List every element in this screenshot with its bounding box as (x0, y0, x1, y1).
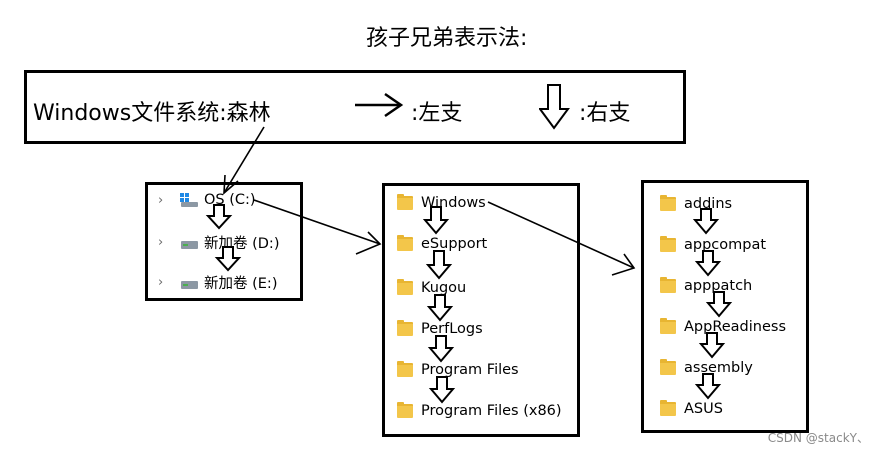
folder-item[interactable]: AppReadiness (660, 318, 787, 335)
folder-item[interactable]: ASUS (660, 400, 723, 417)
folder-item[interactable]: apppatch (660, 277, 753, 294)
folder-icon (660, 318, 676, 334)
folder-item[interactable]: Kugou (397, 279, 467, 296)
left-child-arrow-line (487, 201, 635, 269)
down-arrow-icon (422, 206, 450, 235)
folder-label: ASUS (684, 401, 723, 417)
folder-label: apppatch (684, 278, 753, 294)
folder-icon (397, 320, 413, 336)
folder-item[interactable]: PerfLogs (397, 320, 483, 337)
folder-icon (660, 400, 676, 416)
drive-row-e[interactable]: › 新加卷 (E:) (158, 272, 277, 293)
sibling-down-arrows (205, 204, 733, 404)
legend-down-arrow-label: :右支 (579, 101, 631, 126)
folder-label: addins (684, 196, 733, 212)
folder-label: appcompat (684, 237, 767, 253)
folder-item[interactable]: assembly (660, 359, 753, 376)
folder-icon (397, 235, 413, 251)
down-arrow-icon (694, 373, 722, 400)
folder-icon (397, 402, 413, 418)
folder-label: PerfLogs (421, 321, 483, 337)
folder-item[interactable]: Program Files (x86) (397, 402, 562, 419)
folder-item[interactable]: appcompat (660, 236, 767, 253)
drive-icon (180, 276, 198, 290)
folder-item[interactable]: Program Files (397, 361, 519, 378)
folder-icon (660, 277, 676, 293)
legend-right-arrow-label: :左支 (411, 101, 463, 126)
down-arrow-icon (694, 250, 722, 277)
folder-icon (397, 194, 413, 210)
chevron-right-icon[interactable]: › (158, 275, 164, 290)
folder-item[interactable]: addins (660, 195, 733, 212)
folder-icon (397, 279, 413, 295)
chevron-right-icon[interactable]: › (158, 235, 164, 250)
folder-label: Program Files (x86) (421, 403, 562, 419)
folder-icon (660, 236, 676, 252)
folder-label: eSupport (421, 236, 488, 252)
left-child-arrowhead (611, 253, 636, 276)
legend-right-arrow-icon (355, 92, 404, 118)
legend-main-text: Windows文件系统:森林 (33, 101, 271, 126)
down-arrow-icon (426, 294, 454, 322)
left-child-arrowhead (355, 231, 382, 255)
windows-drive-icon (180, 193, 198, 207)
down-arrow-icon (428, 376, 456, 404)
folder-label: Kugou (421, 280, 467, 296)
c-drive-folders-panel: Windows eSupport Kugou PerfLogs Program … (382, 183, 580, 437)
folder-label: assembly (684, 360, 753, 376)
folder-label: Program Files (421, 362, 519, 378)
legend-down-arrow-icon (539, 84, 570, 130)
down-arrow-icon (692, 208, 720, 235)
forest-arrow-line (223, 126, 265, 194)
down-arrow-icon (205, 204, 233, 230)
forest-arrowhead (223, 174, 239, 195)
diagram-title: 孩子兄弟表示法: (366, 26, 528, 51)
down-arrow-icon (705, 291, 733, 318)
down-arrow-icon (698, 332, 726, 359)
folder-icon (660, 359, 676, 375)
drive-label: 新加卷 (E:) (204, 276, 278, 292)
folder-icon (397, 361, 413, 377)
down-arrow-icon (425, 250, 453, 280)
legend-box: Windows文件系统:森林 :左支 :右支 (24, 70, 686, 144)
folder-item[interactable]: Windows (397, 194, 486, 211)
left-child-arrow-line (253, 199, 381, 245)
chevron-right-icon[interactable]: › (158, 192, 164, 208)
folder-label: AppReadiness (684, 319, 787, 335)
drive-icon (180, 236, 198, 250)
down-arrow-icon (427, 335, 455, 363)
watermark: CSDN @stackY、 (767, 431, 869, 445)
down-arrow-icon (214, 246, 242, 272)
folder-icon (660, 195, 676, 211)
folder-item[interactable]: eSupport (397, 235, 488, 252)
